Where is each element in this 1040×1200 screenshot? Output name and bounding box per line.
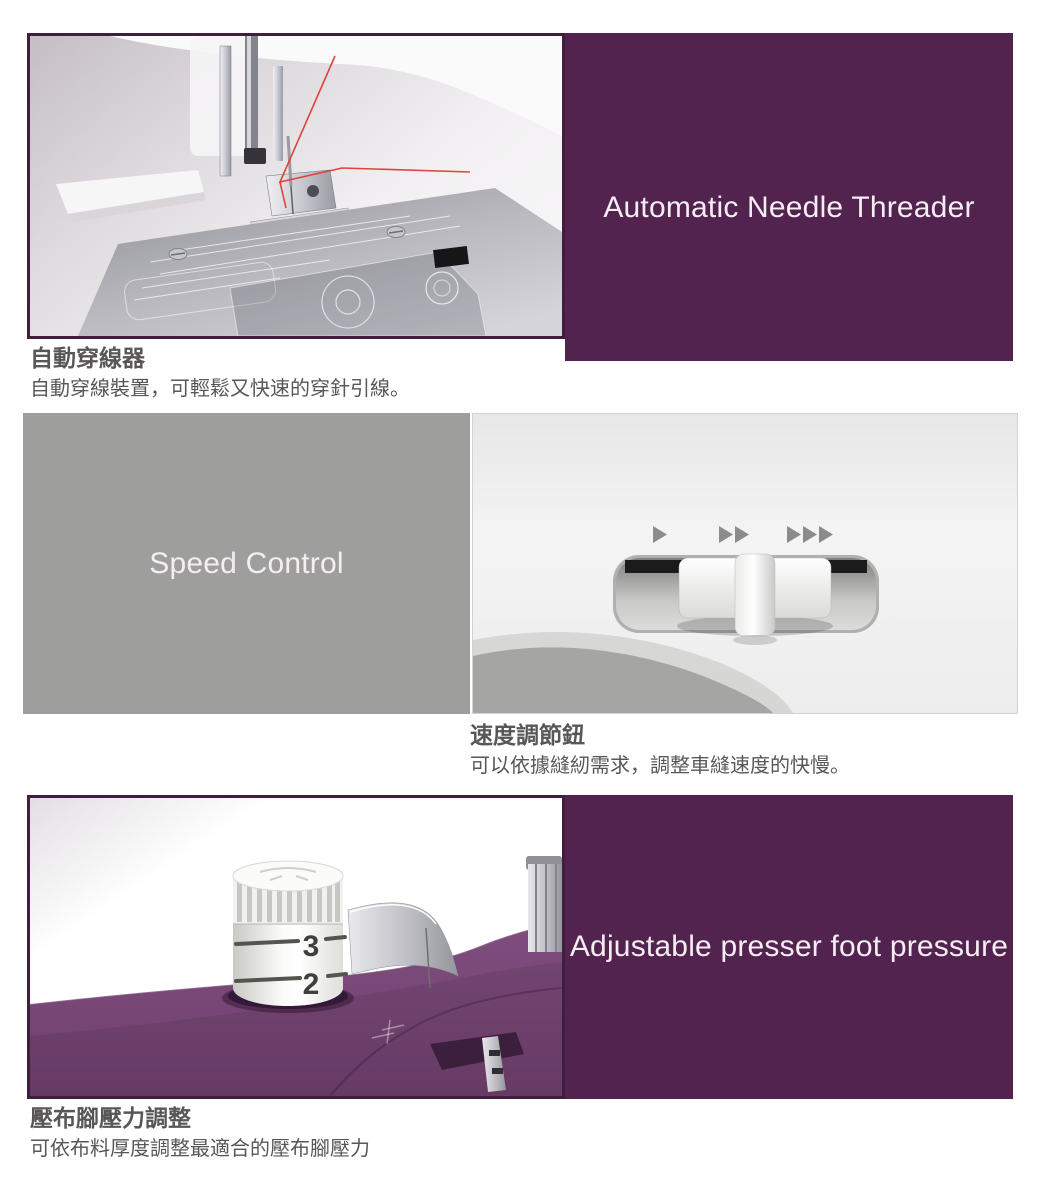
machine-base-shadow <box>473 647 773 713</box>
body-recess <box>430 1032 524 1070</box>
speed-arrow-single-icon <box>653 526 667 543</box>
caption-title: 壓布腳壓力調整 <box>30 1105 191 1131</box>
slider-knob-ridge <box>734 553 776 637</box>
dial-number-2: 2 <box>303 968 320 1001</box>
thread-path-line <box>278 55 471 184</box>
dial-cap <box>232 860 344 892</box>
presser-foot-panel-label: Adjustable presser foot pressure <box>569 930 1009 963</box>
needle-plate <box>78 188 562 336</box>
pressure-dial: 3 2 <box>232 860 348 1006</box>
speed-slider-illustration <box>473 414 1017 713</box>
needle <box>290 185 294 215</box>
needle-threader-panel-label: Automatic Needle Threader <box>603 191 975 224</box>
presser-dial-photo: 3 2 <box>27 795 565 1099</box>
feed-slot <box>433 245 469 269</box>
speed-control-photo <box>472 413 1018 714</box>
caption-desc: 自動穿線裝置，可輕鬆又快速的穿針引線。 <box>30 378 410 400</box>
needle-threader-photo <box>27 33 565 339</box>
presser-foot-panel: Adjustable presser foot pressure <box>565 795 1013 1099</box>
bobbin-cover <box>229 251 487 336</box>
needle-area-illustration <box>30 36 562 336</box>
presser-foot-caption: 壓布腳壓力調整 可依布料厚度調整最適合的壓布腳壓力 <box>30 1104 370 1162</box>
speed-control-panel-label: Speed Control <box>149 546 344 580</box>
presser-bar <box>273 66 283 161</box>
speed-control-panel: Speed Control <box>23 413 470 714</box>
needle-threader-caption: 自動穿線器 自動穿線裝置，可輕鬆又快速的穿針引線。 <box>30 344 410 402</box>
pressure-dial-illustration: 3 2 <box>30 798 562 1096</box>
machine-arm <box>110 36 562 136</box>
needle-threader-panel: Automatic Needle Threader <box>565 33 1013 361</box>
caption-title: 自動穿線器 <box>30 345 145 371</box>
speed-arrow-triple-icon <box>787 526 833 543</box>
thread-cutter-lever <box>56 170 204 214</box>
caption-desc: 可以依據縫紉需求，調整車縫速度的快慢。 <box>470 755 850 777</box>
dial-number-3: 3 <box>303 930 320 963</box>
speed-arrow-double-icon <box>719 526 749 543</box>
caption-desc: 可依布料厚度調整最適合的壓布腳壓力 <box>30 1138 370 1160</box>
speed-control-caption: 速度調節鈕 可以依據縫紉需求，調整車縫速度的快慢。 <box>470 721 850 779</box>
needle-bar <box>219 45 232 177</box>
presser-bar-bracket <box>347 902 459 977</box>
caption-title: 速度調節鈕 <box>470 722 585 748</box>
tension-dial <box>526 856 562 952</box>
